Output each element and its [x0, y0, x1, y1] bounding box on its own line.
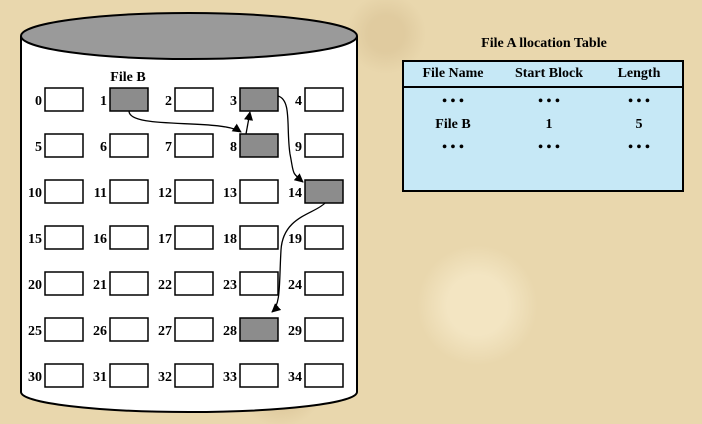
file-label: File B — [110, 70, 145, 85]
fat-header-file-name: File Name — [404, 66, 502, 82]
fat-row: • • • • • • • • • — [404, 136, 682, 159]
block-number: 14 — [288, 186, 302, 201]
free-block — [110, 180, 148, 203]
fat-cell-length: • • • — [596, 94, 682, 110]
free-block — [305, 272, 343, 295]
block-number: 28 — [223, 324, 237, 339]
block-number: 19 — [288, 232, 302, 247]
block-number: 20 — [28, 278, 42, 293]
fat-cell-file-name: • • • — [404, 140, 502, 156]
block-number: 27 — [158, 324, 172, 339]
block-number: 9 — [295, 140, 302, 155]
free-block — [110, 272, 148, 295]
free-block — [305, 134, 343, 157]
block-number: 10 — [28, 186, 42, 201]
block-number: 15 — [28, 232, 42, 247]
free-block — [240, 226, 278, 249]
used-block — [240, 134, 278, 157]
free-block — [305, 364, 343, 387]
block-number: 11 — [94, 186, 107, 201]
block-number: 24 — [288, 278, 302, 293]
used-block — [305, 180, 343, 203]
free-block — [175, 134, 213, 157]
block-number: 1 — [100, 94, 107, 109]
block-number: 2 — [165, 94, 172, 109]
free-block — [45, 134, 83, 157]
block-number: 3 — [230, 94, 237, 109]
free-block — [45, 364, 83, 387]
free-block — [110, 134, 148, 157]
fat-title: File A llocation Table — [403, 36, 685, 52]
free-block — [305, 226, 343, 249]
block-number: 18 — [223, 232, 237, 247]
free-block — [110, 364, 148, 387]
block-number: 23 — [223, 278, 237, 293]
block-number: 4 — [295, 94, 302, 109]
used-block — [240, 88, 278, 111]
block-number: 32 — [158, 370, 172, 385]
free-block — [175, 180, 213, 203]
used-block — [240, 318, 278, 341]
free-block — [175, 318, 213, 341]
fat-cell-length: • • • — [596, 140, 682, 156]
fat-cell-file-name: File B — [404, 117, 502, 133]
fat-cell-start-block: • • • — [502, 94, 596, 110]
block-number: 33 — [223, 370, 237, 385]
free-block — [175, 272, 213, 295]
block-number: 8 — [230, 140, 237, 155]
free-block — [45, 88, 83, 111]
block-number: 17 — [158, 232, 172, 247]
disk-top — [21, 13, 357, 59]
fat-row: • • • • • • • • • — [404, 90, 682, 113]
block-number: 6 — [100, 140, 107, 155]
free-block — [110, 318, 148, 341]
free-block — [45, 180, 83, 203]
free-block — [305, 88, 343, 111]
free-block — [45, 226, 83, 249]
fat-cell-length: 5 — [596, 117, 682, 133]
block-number: 5 — [35, 140, 42, 155]
block-number: 21 — [93, 278, 107, 293]
fat-header-length: Length — [596, 66, 682, 82]
free-block — [240, 364, 278, 387]
block-number: 7 — [165, 140, 172, 155]
block-number: 25 — [28, 324, 42, 339]
free-block — [110, 226, 148, 249]
file-allocation-table: File Name Start Block Length • • • • • •… — [402, 60, 684, 192]
free-block — [240, 180, 278, 203]
block-number: 0 — [35, 94, 42, 109]
free-block — [45, 318, 83, 341]
free-block — [305, 318, 343, 341]
fat-cell-file-name: • • • — [404, 94, 502, 110]
block-number: 26 — [93, 324, 107, 339]
block-number: 12 — [158, 186, 172, 201]
free-block — [45, 272, 83, 295]
free-block — [175, 364, 213, 387]
block-number: 22 — [158, 278, 172, 293]
block-number: 13 — [223, 186, 237, 201]
block-number: 29 — [288, 324, 302, 339]
block-number: 31 — [93, 370, 107, 385]
fat-cell-start-block: 1 — [502, 117, 596, 133]
free-block — [240, 272, 278, 295]
fat-header-start-block: Start Block — [502, 66, 596, 82]
block-number: 16 — [93, 232, 107, 247]
free-block — [175, 88, 213, 111]
fat-header-row: File Name Start Block Length — [404, 62, 682, 88]
fat-cell-start-block: • • • — [502, 140, 596, 156]
block-number: 30 — [28, 370, 42, 385]
free-block — [175, 226, 213, 249]
fat-row: File B 1 5 — [404, 113, 682, 136]
used-block — [110, 88, 148, 111]
block-number: 34 — [288, 370, 302, 385]
